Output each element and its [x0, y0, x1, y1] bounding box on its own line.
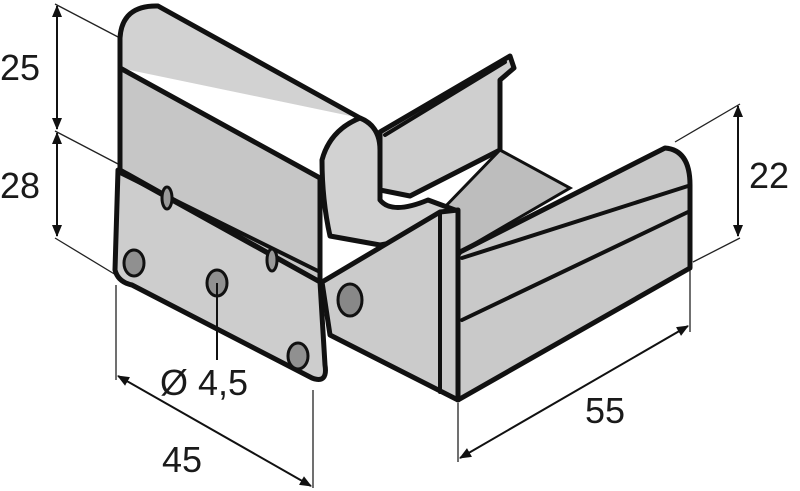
extension-lines	[54, 3, 741, 488]
dimension-depth-right: 55	[585, 390, 625, 431]
hole-1	[122, 248, 146, 278]
mounting-holes	[122, 248, 310, 371]
dimension-hole-diameter: Ø 4,5	[160, 362, 248, 403]
hole-3	[286, 341, 310, 371]
dimension-width-left: 45	[162, 439, 202, 480]
dimension-arrows	[52, 4, 743, 487]
dimension-height-lower: 28	[0, 165, 40, 206]
dimension-height-top: 25	[0, 47, 40, 88]
return-flange	[319, 207, 461, 403]
dimension-height-right: 22	[749, 155, 789, 196]
